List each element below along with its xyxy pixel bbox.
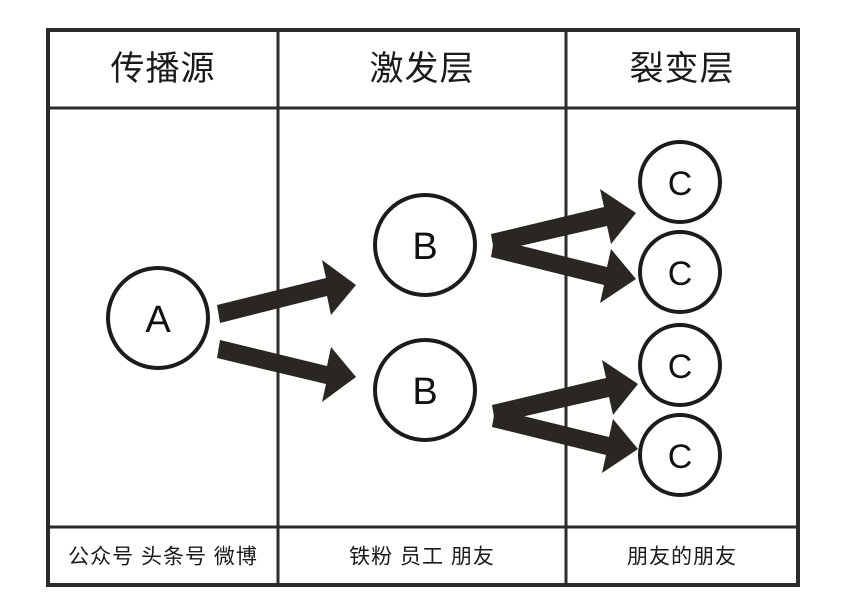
arrow-b1-to-c2 bbox=[491, 239, 636, 303]
node-c4-circle[interactable] bbox=[638, 413, 722, 497]
node-c1-label: C bbox=[668, 165, 693, 203]
node-b2-circle[interactable] bbox=[373, 338, 477, 442]
table-outer-border bbox=[46, 28, 800, 587]
arrow-b2-to-c4 bbox=[492, 409, 638, 473]
node-c4-label: C bbox=[668, 438, 693, 476]
column-footer-fission: 朋友的朋友 bbox=[627, 546, 737, 569]
node-c2-circle[interactable] bbox=[638, 230, 722, 314]
node-c1-circle[interactable] bbox=[638, 140, 722, 224]
column-footer-source: 公众号 头条号 微博 bbox=[68, 546, 258, 569]
node-c3-circle[interactable] bbox=[638, 323, 722, 407]
node-a-circle[interactable] bbox=[106, 266, 210, 370]
node-c2-label: C bbox=[668, 255, 693, 293]
column-footer-trigger: 铁粉 员工 朋友 bbox=[349, 546, 495, 569]
column-header-trigger: 激发层 bbox=[370, 50, 475, 88]
arrow-b2-to-c3 bbox=[492, 360, 638, 423]
node-b2-label: B bbox=[412, 371, 437, 413]
node-b1-label: B bbox=[412, 226, 437, 268]
arrow-b1-to-c1 bbox=[491, 189, 636, 252]
node-c3-label: C bbox=[668, 348, 693, 386]
column-header-fission: 裂变层 bbox=[630, 50, 735, 88]
node-a-label: A bbox=[145, 299, 171, 341]
arrow-a-to-b2 bbox=[217, 340, 356, 402]
node-b1-circle[interactable] bbox=[373, 193, 477, 297]
arrow-a-to-b1 bbox=[217, 260, 356, 323]
column-header-source: 传播源 bbox=[111, 50, 216, 88]
